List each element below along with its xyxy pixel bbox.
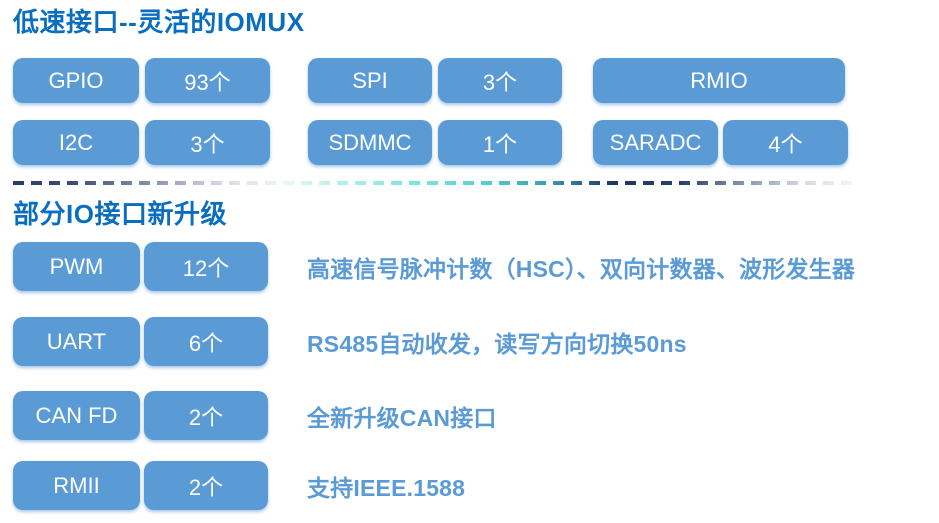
gradient-dashed-divider [13, 181, 858, 185]
box-rmii-label: RMII [13, 461, 140, 510]
box-gpio-label: GPIO [13, 58, 139, 103]
box-uart-count: 6个 [144, 317, 268, 366]
box-spi-count: 3个 [438, 58, 562, 103]
box-i2c-label: I2C [13, 120, 139, 165]
desc-rmii: 支持IEEE.1588 [307, 474, 466, 501]
box-pwm-label: PWM [13, 242, 140, 291]
box-sdmmc-label: SDMMC [308, 120, 432, 165]
box-canfd-label: CAN FD [13, 391, 140, 440]
section-title-io-upgrade: 部分IO接口新升级 [13, 199, 227, 229]
box-gpio-count: 93个 [145, 58, 270, 103]
box-pwm-count: 12个 [144, 242, 268, 291]
desc-canfd: 全新升级CAN接口 [307, 404, 497, 431]
desc-uart: RS485自动收发，读写方向切换50ns [307, 330, 687, 357]
box-rmii-count: 2个 [144, 461, 268, 510]
box-canfd-count: 2个 [144, 391, 268, 440]
box-i2c-count: 3个 [145, 120, 270, 165]
box-spi-label: SPI [308, 58, 432, 103]
desc-pwm: 高速信号脉冲计数（HSC）、双向计数器、波形发生器 [307, 255, 856, 282]
section-title-low-speed-iomux: 低速接口--灵活的IOMUX [13, 7, 305, 37]
box-rmio-label: RMIO [593, 58, 845, 103]
box-sdmmc-count: 1个 [438, 120, 562, 165]
box-saradc-label: SARADC [593, 120, 718, 165]
box-uart-label: UART [13, 317, 140, 366]
box-saradc-count: 4个 [723, 120, 848, 165]
